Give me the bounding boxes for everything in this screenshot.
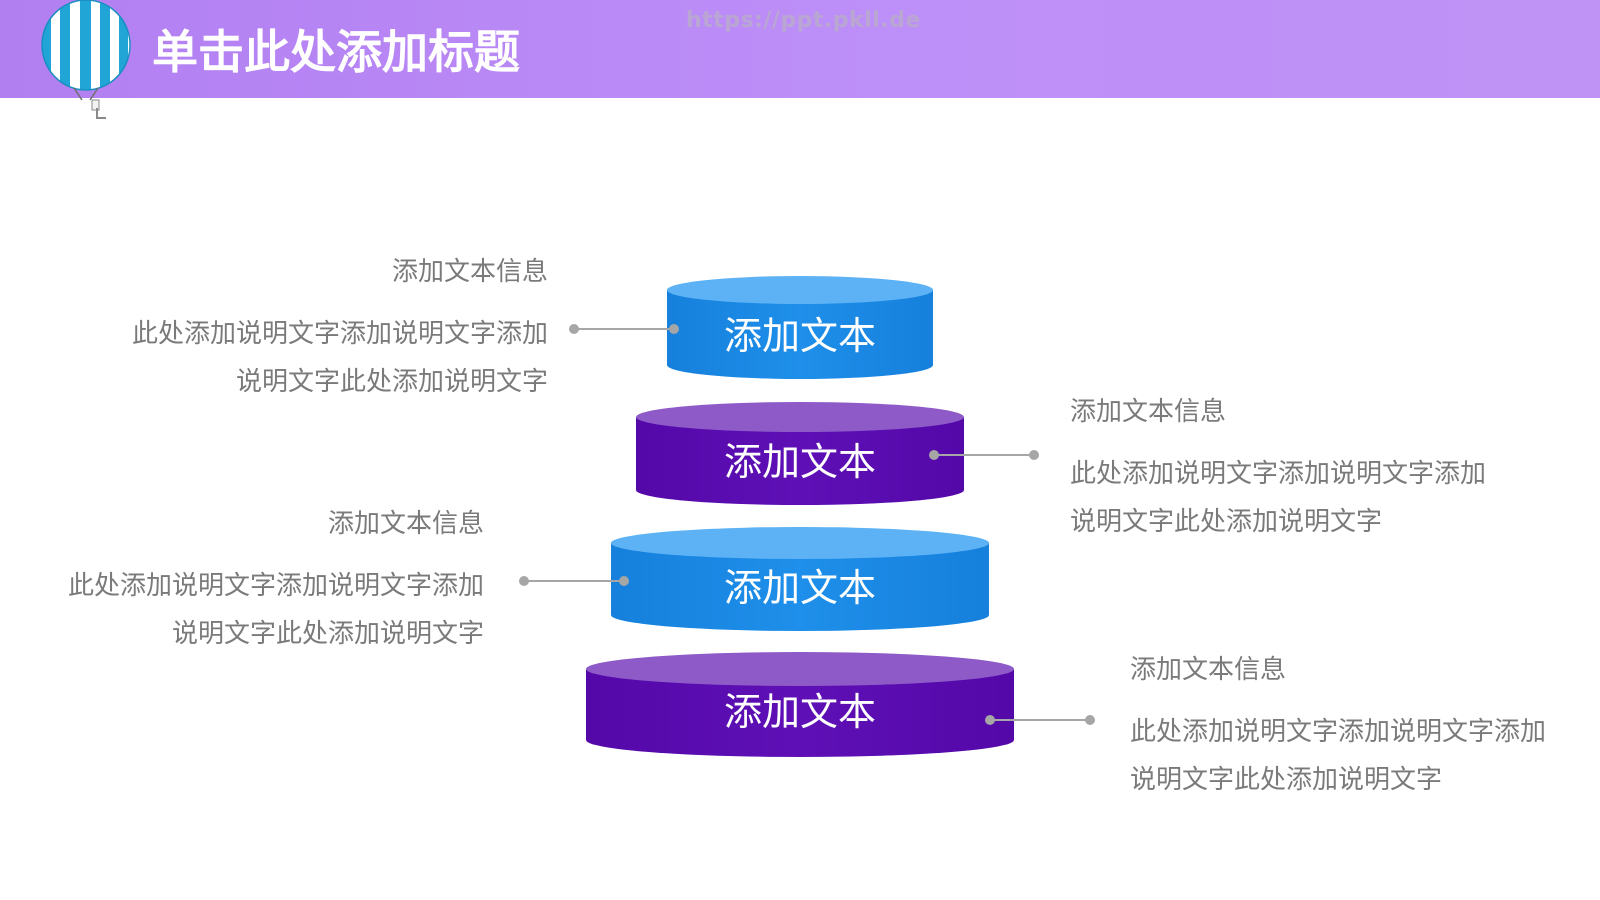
tier-2-top bbox=[636, 402, 964, 432]
tier-3: 添加文本 bbox=[611, 527, 989, 631]
tier-3-body bbox=[611, 543, 989, 631]
header-bar: 单击此处添加标题 https://ppt.pkll.de bbox=[0, 0, 1600, 119]
tier-2: 添加文本 bbox=[636, 402, 964, 505]
callout-2: 添加文本信息 此处添加说明文字添加说明文字添加 说明文字此处添加说明文字 bbox=[1070, 396, 1486, 546]
callout-3-line-1[interactable]: 此处添加说明文字添加说明文字添加 bbox=[67, 571, 484, 601]
callout-1-heading[interactable]: 添加文本信息 bbox=[391, 257, 548, 287]
tier-2-body bbox=[636, 417, 964, 505]
callout-4: 添加文本信息 此处添加说明文字添加说明文字添加 说明文字此处添加说明文字 bbox=[1130, 654, 1546, 804]
tier-1-body bbox=[667, 290, 933, 379]
tier-2-label[interactable]: 添加文本 bbox=[724, 440, 876, 484]
callout-4-heading[interactable]: 添加文本信息 bbox=[1130, 655, 1287, 685]
tier-3-label[interactable]: 添加文本 bbox=[724, 566, 876, 610]
tier-4-label[interactable]: 添加文本 bbox=[724, 690, 876, 734]
connector-3 bbox=[519, 576, 629, 586]
callout-2-line-1[interactable]: 此处添加说明文字添加说明文字添加 bbox=[1070, 459, 1487, 489]
callout-3: 添加文本信息 此处添加说明文字添加说明文字添加 说明文字此处添加说明文字 bbox=[68, 508, 484, 658]
hot-air-balloon-icon bbox=[41, 0, 131, 119]
callout-3-heading[interactable]: 添加文本信息 bbox=[327, 509, 484, 539]
callout-3-line-2[interactable]: 说明文字此处添加说明文字 bbox=[171, 619, 484, 649]
tier-1: 添加文本 bbox=[667, 276, 933, 379]
tier-3-top bbox=[611, 527, 989, 559]
callout-4-line-2[interactable]: 说明文字此处添加说明文字 bbox=[1130, 765, 1443, 795]
tier-4-top bbox=[586, 652, 1014, 686]
slide-title[interactable]: 单击此处添加标题 bbox=[152, 25, 520, 79]
watermark-url: https://ppt.pkll.de bbox=[686, 8, 921, 33]
tier-4: 添加文本 bbox=[586, 652, 1014, 757]
connector-2 bbox=[929, 450, 1039, 460]
tier-1-top bbox=[667, 276, 933, 304]
callout-1: 添加文本信息 此处添加说明文字添加说明文字添加 说明文字此处添加说明文字 bbox=[132, 256, 548, 406]
callout-2-line-2[interactable]: 说明文字此处添加说明文字 bbox=[1070, 507, 1383, 537]
connector-1 bbox=[569, 324, 679, 334]
tier-1-label[interactable]: 添加文本 bbox=[724, 314, 876, 358]
callout-1-line-2[interactable]: 说明文字此处添加说明文字 bbox=[235, 367, 548, 397]
callout-4-line-1[interactable]: 此处添加说明文字添加说明文字添加 bbox=[1130, 717, 1547, 747]
callout-2-heading[interactable]: 添加文本信息 bbox=[1070, 397, 1227, 427]
connector-4 bbox=[985, 715, 1095, 725]
tier-4-body bbox=[586, 669, 1014, 757]
callout-1-line-1[interactable]: 此处添加说明文字添加说明文字添加 bbox=[131, 319, 548, 349]
